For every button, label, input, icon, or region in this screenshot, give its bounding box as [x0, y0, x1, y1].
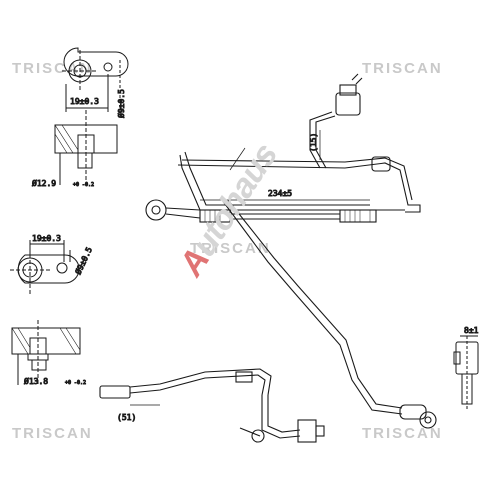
dim-left-flange-bore-tol: +0 -0.2 [65, 380, 86, 386]
dim-sensor-height: (15) [309, 133, 318, 152]
dim-left-flange-bore: Ø13.8 [24, 376, 48, 386]
dimension-lines [130, 130, 370, 406]
dim-top-flange-dia: Ø9±0.5 [116, 89, 126, 118]
left-flange-top-view [10, 240, 80, 295]
connector-detail [453, 335, 479, 410]
dim-top-flange-bore-tol: +0 -0.2 [73, 182, 94, 188]
turbo-oil-line-assembly [99, 73, 437, 443]
left-flange-section [11, 320, 81, 385]
dim-top-flange-width: 19±0.3 [70, 97, 99, 106]
top-flange-top-view [62, 47, 129, 112]
watermark-triscan-middle: TRISCAN [190, 240, 271, 257]
watermark-triscan-top-right: TRISCAN [362, 60, 443, 77]
dim-main-length: 234±5 [268, 189, 292, 198]
top-flange-section [54, 110, 118, 185]
watermark-triscan-bottom-right: TRISCAN [362, 425, 443, 442]
watermark-triscan-bottom-left: TRISCAN [12, 425, 93, 442]
dim-end-length: (51) [117, 413, 136, 422]
dim-connector-width: 8±1 [464, 326, 479, 335]
dim-left-flange-width: 19±0.3 [32, 234, 61, 243]
dim-top-flange-bore: Ø12.9 [32, 178, 56, 188]
